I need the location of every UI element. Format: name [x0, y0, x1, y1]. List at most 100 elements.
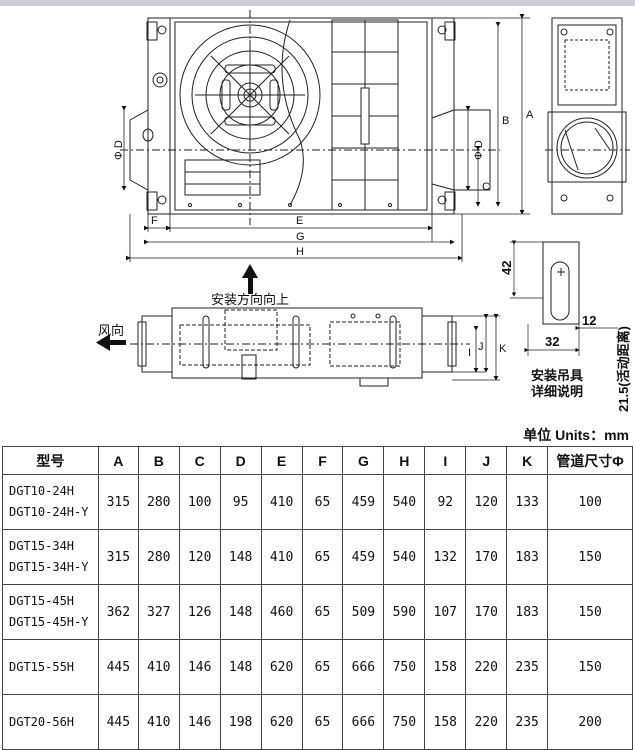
- column-header: I: [424, 446, 467, 475]
- value-cell: 445: [97, 639, 139, 695]
- top-dimensions: [121, 14, 530, 262]
- value-cell: 666: [342, 694, 385, 750]
- dim-label-D-left: Φ D: [113, 140, 125, 160]
- model-name: DGT20-56H: [9, 714, 75, 729]
- value-cell: 315: [97, 529, 139, 585]
- dim-label-A: A: [526, 109, 534, 121]
- value-cell: 620: [260, 694, 303, 750]
- value-cell: 120: [178, 529, 221, 585]
- value-cell: 65: [301, 529, 344, 585]
- install-direction-arrow: [242, 264, 258, 294]
- front-view: [130, 307, 470, 387]
- value-cell: 460: [260, 584, 303, 640]
- value-cell: 410: [260, 529, 303, 585]
- dim-label-J: J: [478, 341, 484, 353]
- column-header: 型号: [2, 446, 99, 475]
- model-name: DGT10-24H: [9, 484, 75, 498]
- value-cell: 327: [137, 584, 180, 640]
- value-cell: 235: [506, 694, 549, 750]
- value-cell: 183: [506, 584, 549, 640]
- value-cell: 280: [137, 474, 180, 530]
- wind-direction-label: 风向: [98, 323, 124, 338]
- value-cell: 315: [97, 474, 139, 530]
- value-cell: 459: [342, 474, 385, 530]
- column-header: B: [137, 446, 180, 475]
- value-cell: 750: [383, 694, 426, 750]
- wind-direction-arrow: [96, 334, 126, 351]
- model-name: DGT15-34H: [9, 539, 75, 553]
- value-cell: 150: [547, 639, 633, 695]
- model-name: DGT15-45H: [9, 594, 75, 608]
- value-cell: 509: [342, 584, 385, 640]
- model-cell: DGT15-55H: [2, 639, 99, 695]
- value-cell: 445: [97, 694, 139, 750]
- value-cell: 158: [424, 694, 467, 750]
- value-cell: 170: [465, 529, 508, 585]
- column-header: K: [506, 446, 549, 475]
- value-cell: 133: [506, 474, 549, 530]
- value-cell: 92: [424, 474, 467, 530]
- value-cell: 100: [178, 474, 221, 530]
- dim-label-H: H: [296, 246, 304, 258]
- value-cell: 148: [219, 639, 262, 695]
- column-header: C: [178, 446, 221, 475]
- value-cell: 65: [301, 584, 344, 640]
- units-label: 单位 Units：mm: [523, 427, 629, 443]
- column-header: G: [342, 446, 385, 475]
- value-cell: 126: [178, 584, 221, 640]
- value-cell: 65: [301, 694, 344, 750]
- column-header: F: [301, 446, 344, 475]
- value-cell: 459: [342, 529, 385, 585]
- value-cell: 158: [424, 639, 467, 695]
- value-cell: 620: [260, 639, 303, 695]
- value-cell: 410: [137, 694, 180, 750]
- column-header: E: [260, 446, 303, 475]
- column-header: J: [465, 446, 508, 475]
- value-cell: 170: [465, 584, 508, 640]
- dim-label-F: F: [151, 215, 158, 227]
- value-cell: 235: [506, 639, 549, 695]
- model-cell: DGT15-34H DGT15-34H-Y: [2, 529, 99, 585]
- dim-label-B: B: [502, 115, 509, 127]
- column-header: D: [219, 446, 262, 475]
- value-cell: 198: [219, 694, 262, 750]
- model-name: DGT15-55H: [9, 659, 75, 674]
- column-header: H: [383, 446, 426, 475]
- value-cell: 132: [424, 529, 467, 585]
- hanger-caption-line1: 安装吊具: [531, 368, 583, 383]
- value-cell: 220: [465, 639, 508, 695]
- value-cell: 183: [506, 529, 549, 585]
- dim-32-label: 32: [545, 334, 559, 349]
- dim-12-label: 12: [582, 313, 596, 328]
- model-name: DGT15-45H-Y: [9, 615, 89, 629]
- top-view: [120, 10, 500, 225]
- value-cell: 410: [260, 474, 303, 530]
- model-cell: DGT20-56H: [2, 694, 99, 750]
- value-cell: 200: [547, 694, 633, 750]
- hanger-detail: [510, 240, 618, 356]
- value-cell: 150: [547, 584, 633, 640]
- value-cell: 65: [301, 639, 344, 695]
- value-cell: 148: [219, 584, 262, 640]
- hanger-caption-line2: 详细说明: [531, 384, 583, 399]
- value-cell: 540: [383, 529, 426, 585]
- value-cell: 146: [178, 639, 221, 695]
- value-cell: 150: [547, 529, 633, 585]
- value-cell: 410: [137, 639, 180, 695]
- travel-distance-label: 21.5(活动距离): [616, 326, 631, 412]
- model-name: DGT15-34H-Y: [9, 560, 89, 574]
- dim-label-D-right: Φ D: [473, 140, 485, 160]
- value-cell: 146: [178, 694, 221, 750]
- front-dimensions: [452, 314, 500, 381]
- value-cell: 120: [465, 474, 508, 530]
- value-cell: 95: [219, 474, 262, 530]
- install-direction-label: 安装方向向上: [211, 292, 289, 307]
- column-header: A: [97, 446, 139, 475]
